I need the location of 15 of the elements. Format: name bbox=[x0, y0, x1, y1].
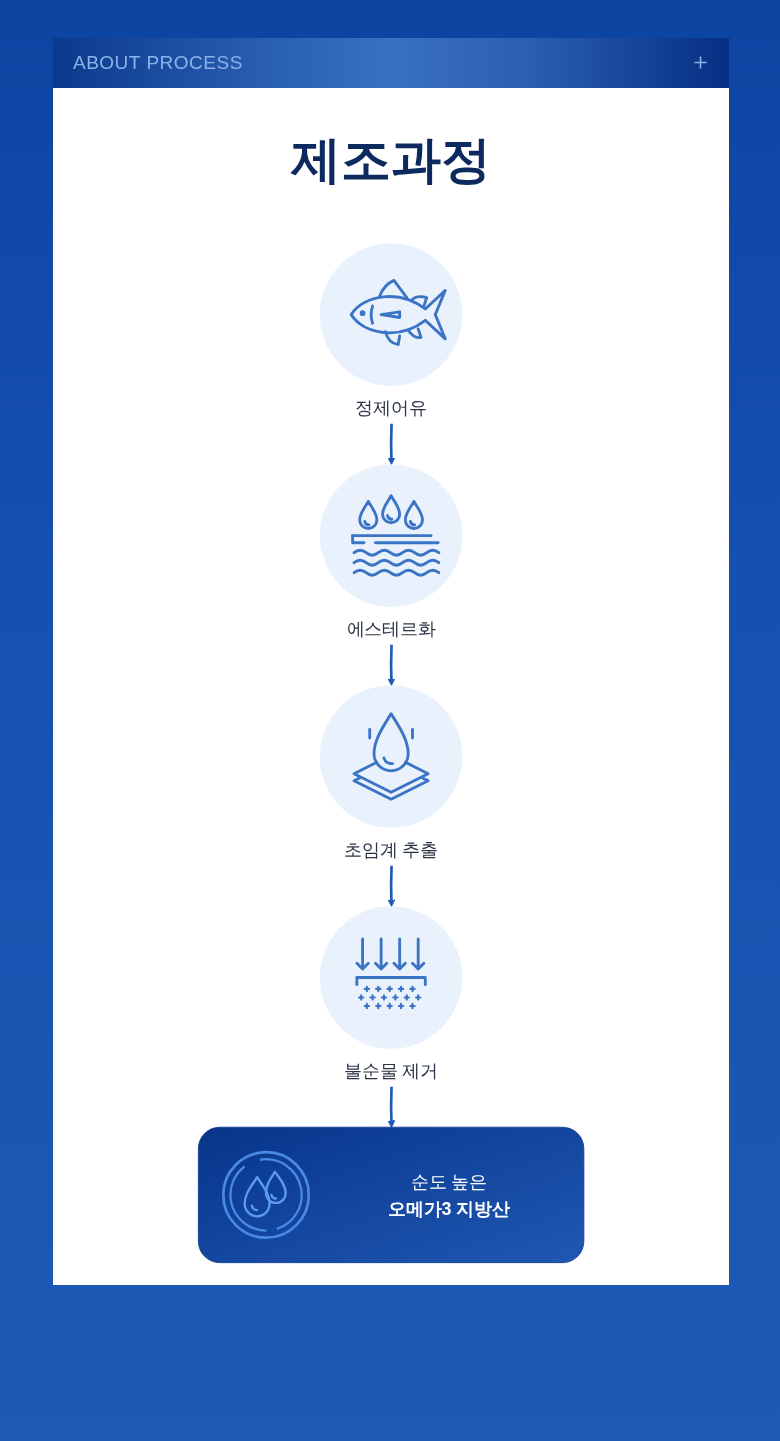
title: 제조과정 bbox=[291, 131, 491, 190]
node-label: 불순물 제거 bbox=[343, 1061, 439, 1081]
section-tag: ABOUT PROCESS bbox=[73, 52, 243, 74]
arrow bbox=[387, 1086, 396, 1128]
node-label: 초임계 추출 bbox=[343, 840, 439, 860]
arrow bbox=[387, 644, 396, 687]
node-label: 에스테르화 bbox=[346, 619, 436, 639]
node-picture bbox=[319, 906, 463, 1049]
node-picture bbox=[319, 464, 463, 607]
node-label: 정제어유 bbox=[355, 398, 427, 418]
arrow bbox=[387, 423, 396, 466]
node-picture bbox=[319, 685, 463, 828]
node-picture bbox=[319, 243, 463, 386]
node-box: 순도 높은 오메가3 지방산 bbox=[197, 1126, 585, 1264]
arrow bbox=[387, 865, 396, 908]
